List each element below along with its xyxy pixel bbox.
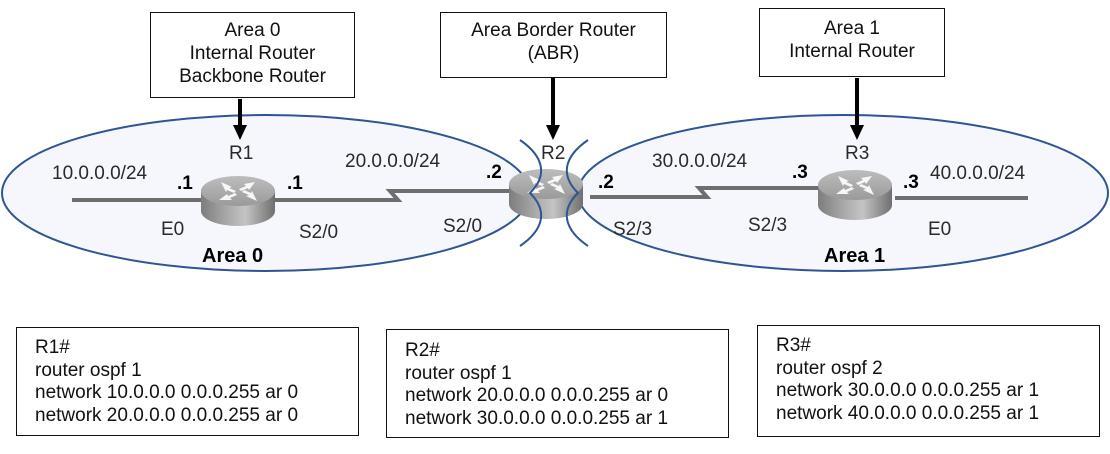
- r3-role-label: Area 1 Internal Router: [759, 8, 945, 77]
- arrow-to-r3: [850, 78, 864, 140]
- r2-role-line: Area Border Router: [471, 20, 636, 41]
- r2-s20-host-id: .2: [486, 162, 502, 183]
- r2-s23-interface: S2/3: [613, 219, 653, 240]
- router-r2-icon[interactable]: [509, 169, 583, 219]
- network-20-label: 20.0.0.0/24: [345, 151, 441, 172]
- r3-e0-interface: E0: [928, 219, 952, 240]
- config-line: router ospf 1: [35, 359, 142, 381]
- config-line: network 30.0.0.0 0.0.0.255 ar 1: [776, 380, 1040, 401]
- network-10-label: 10.0.0.0/24: [52, 163, 148, 184]
- config-line: network 40.0.0.0 0.0.0.255 ar 1: [776, 402, 1040, 424]
- r1-role-label: Area 0 Internal Router Backbone Router: [150, 12, 355, 98]
- r1-role-line: Backbone Router: [179, 66, 326, 87]
- r1-e0-interface: E0: [161, 219, 185, 240]
- r3-s23-host-id: .3: [792, 162, 808, 183]
- area-1-edge-overlay: [565, 139, 589, 247]
- area-1-label: Area 1: [824, 245, 886, 267]
- arrow-to-r2: [546, 78, 560, 140]
- config-line: R2#: [405, 340, 440, 361]
- r3-role-line: Area 1: [824, 18, 880, 39]
- config-line: network 20.0.0.0 0.0.0.255 ar 0: [35, 404, 299, 426]
- r1-e0-host-id: .1: [177, 173, 193, 194]
- r1-role-line: Internal Router: [189, 43, 316, 64]
- config-line: R1#: [35, 337, 70, 358]
- router-r2-name: R2: [541, 143, 566, 164]
- serial-link-r1-r2: [270, 189, 522, 202]
- r2-config-box: R2# router ospf 1 network 20.0.0.0 0.0.0…: [386, 329, 729, 438]
- r2-role-line: (ABR): [527, 43, 580, 64]
- r1-s20-host-id: .1: [287, 173, 303, 194]
- router-r3-name: R3: [845, 143, 870, 164]
- r2-role-label: Area Border Router (ABR): [440, 12, 667, 78]
- r3-s23-interface: S2/3: [748, 215, 788, 236]
- r3-role-line: Internal Router: [789, 41, 915, 62]
- r3-e0-host-id: .3: [903, 172, 919, 193]
- router-r1-name: R1: [229, 143, 254, 164]
- config-line: R3#: [776, 335, 811, 356]
- r1-config-box: R1# router ospf 1 network 10.0.0.0 0.0.0…: [16, 327, 359, 436]
- router-r3-icon[interactable]: [818, 170, 892, 220]
- r1-s20-interface: S2/0: [299, 222, 339, 243]
- r3-config-box: R3# router ospf 2 network 30.0.0.0 0.0.0…: [757, 325, 1100, 437]
- config-line: router ospf 1: [405, 362, 512, 384]
- r2-s20-interface: S2/0: [443, 216, 483, 237]
- config-line: router ospf 2: [776, 357, 883, 379]
- r2-s23-host-id: .2: [598, 172, 614, 193]
- network-40-label: 40.0.0.0/24: [930, 163, 1026, 184]
- config-line: network 10.0.0.0 0.0.0.255 ar 0: [35, 382, 299, 403]
- r1-role-line: Area 0: [224, 20, 281, 41]
- config-line: network 20.0.0.0 0.0.0.255 ar 0: [405, 385, 669, 406]
- area-0-label: Area 0: [202, 245, 264, 267]
- serial-link-r2-r3: [590, 186, 830, 199]
- area-0-edge-overlay: [519, 139, 543, 247]
- router-r1-icon[interactable]: [201, 176, 275, 226]
- config-line: network 30.0.0.0 0.0.0.255 ar 1: [405, 407, 669, 429]
- network-30-label: 30.0.0.0/24: [652, 151, 748, 172]
- arrow-to-r1: [233, 99, 247, 140]
